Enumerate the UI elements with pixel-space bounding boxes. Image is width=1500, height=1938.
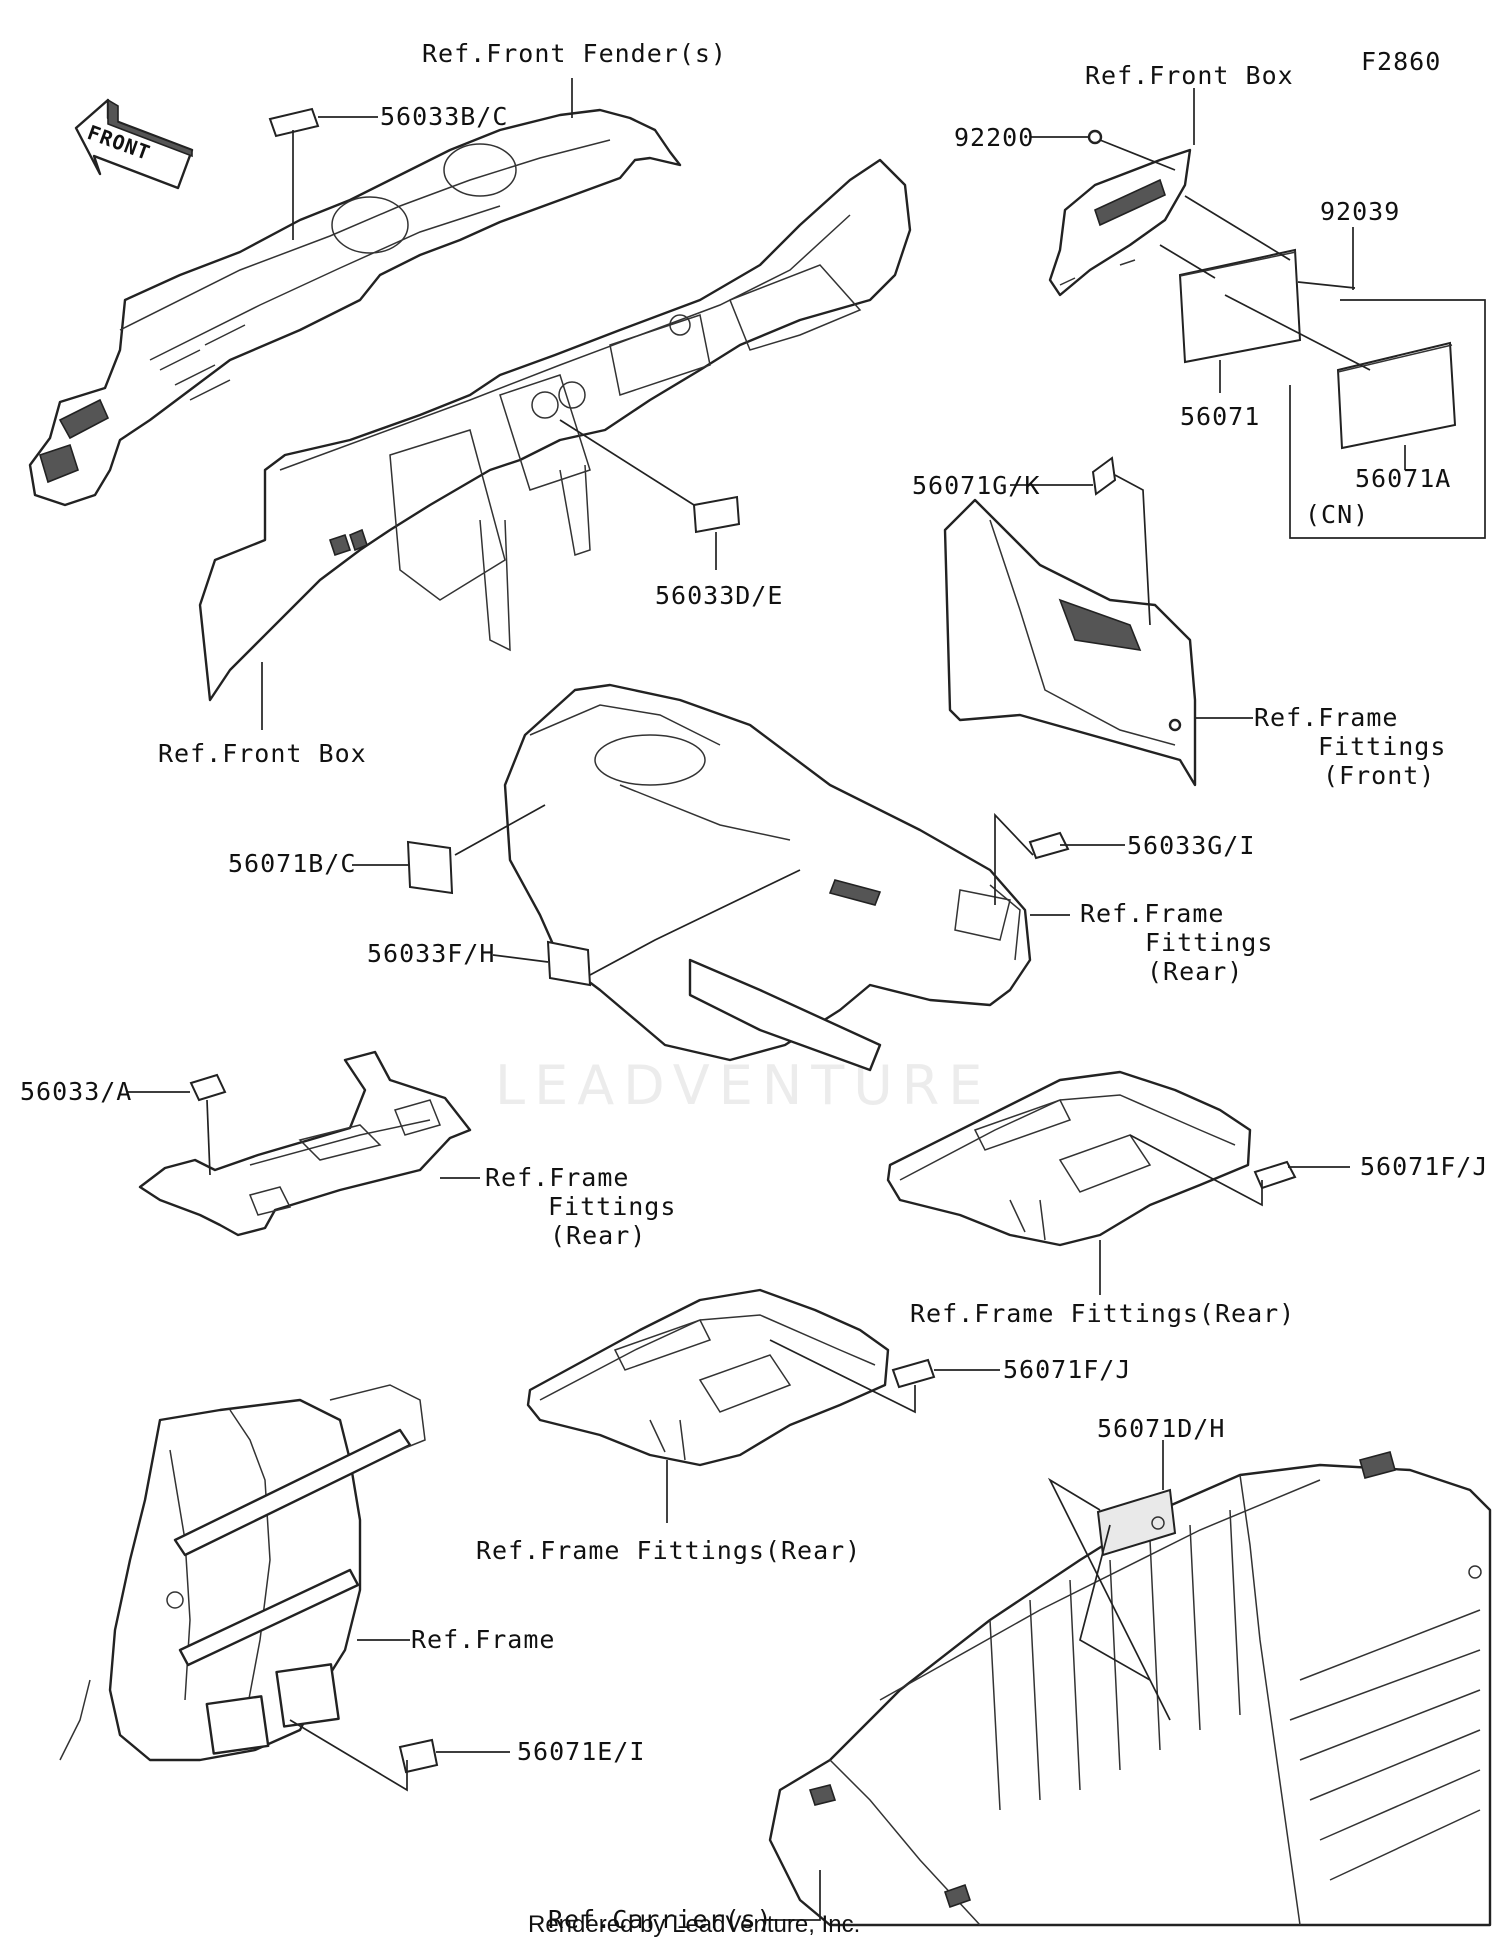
label-ref-frame-fittings-rear-plate-3: (Rear) xyxy=(550,1221,646,1250)
label-56071-decal xyxy=(1178,248,1302,364)
label-56071ei: 56071E/I xyxy=(517,1737,645,1766)
diagram-code: F2860 xyxy=(1361,47,1441,76)
label-ref-front-box-top: Ref.Front Box xyxy=(1085,61,1294,90)
label-56071a: 56071A xyxy=(1355,464,1451,493)
front-fender-part xyxy=(28,108,682,507)
label-56071fj-right-decal xyxy=(1253,1160,1297,1190)
label-56033a: 56033/A xyxy=(20,1077,132,1106)
label-ref-frame-fittings-front-3: (Front) xyxy=(1323,761,1435,790)
label-ref-frame-fittings-rear-plate-1: Ref.Frame xyxy=(485,1163,629,1192)
label-92039: 92039 xyxy=(1320,197,1400,226)
label-56071fj-mid: 56071F/J xyxy=(1003,1355,1131,1384)
label-ref-frame-fittings-rear-plate-2: Fittings xyxy=(548,1192,676,1221)
footer-credit: Rendered by LeadVenture, Inc. xyxy=(528,1911,860,1938)
frame-fittings-rear-console-part xyxy=(503,683,1032,1072)
front-direction-arrow-icon: FRONT xyxy=(74,98,194,190)
watermark: LEADVENTURE xyxy=(495,1054,991,1117)
label-ref-carriers: Ref.Carrier(s) xyxy=(548,1905,773,1934)
frame-fittings-rear-tray-right-part xyxy=(886,1070,1252,1247)
label-56071gk-decal xyxy=(1091,456,1117,496)
label-56033fh-decal xyxy=(546,940,592,987)
label-ref-frame-fittings-rear-tray-mid: Ref.Frame Fittings(Rear) xyxy=(476,1536,861,1565)
frame-fittings-rear-plate-part xyxy=(138,1050,472,1237)
label-56033a-decal xyxy=(189,1073,227,1102)
label-ref-front-box-left: Ref.Front Box xyxy=(158,739,367,768)
front-box-lid-part xyxy=(1048,129,1192,297)
label-56033bc-decal xyxy=(268,107,320,138)
label-ref-frame-fittings-rear-console-2: Fittings xyxy=(1145,928,1273,957)
label-56071gk: 56071G/K xyxy=(912,471,1040,500)
part-labels: Ref.Front Fender(s) 56033B/C Ref.Front B… xyxy=(20,39,1488,1934)
label-56071bc-decal xyxy=(406,840,454,895)
label-56071dh-decal xyxy=(1096,1488,1177,1557)
label-56033bc: 56033B/C xyxy=(380,102,508,131)
label-56033de: 56033D/E xyxy=(655,581,783,610)
label-56033gi: 56033G/I xyxy=(1127,831,1255,860)
label-56071fj-mid-decal xyxy=(891,1358,936,1389)
carrier-bed-part xyxy=(768,1451,1492,1927)
label-92200: 92200 xyxy=(954,123,1034,152)
label-56071ei-decal xyxy=(398,1738,439,1774)
grommet-92200-icon xyxy=(1087,129,1103,145)
label-56071dh: 56071D/H xyxy=(1097,1414,1225,1443)
leader-lines xyxy=(127,78,1406,1921)
label-ref-frame-fittings-front-1: Ref.Frame xyxy=(1254,703,1398,732)
label-56071fj-right: 56071F/J xyxy=(1360,1152,1488,1181)
label-56033fh: 56033F/H xyxy=(367,939,495,968)
label-ref-frame: Ref.Frame xyxy=(411,1625,555,1654)
frame-fittings-front-part xyxy=(943,456,1197,787)
label-ref-frame-fittings-rear-tray-right: Ref.Frame Fittings(Rear) xyxy=(910,1299,1295,1328)
label-ref-front-fenders: Ref.Front Fender(s) xyxy=(422,39,727,68)
label-56071bc: 56071B/C xyxy=(228,849,356,878)
label-ref-frame-fittings-rear-console-1: Ref.Frame xyxy=(1080,899,1224,928)
label-ref-frame-fittings-rear-console-3: (Rear) xyxy=(1147,957,1243,986)
frame-part xyxy=(59,1384,426,1762)
front-box-dashboard-part xyxy=(198,158,912,702)
label-56071: 56071 xyxy=(1180,402,1260,431)
label-56033gi-decal xyxy=(1028,831,1070,860)
frame-fittings-rear-tray-mid-part xyxy=(526,1288,890,1467)
label-ref-frame-fittings-front-2: Fittings xyxy=(1318,732,1446,761)
label-56033de-decal xyxy=(692,495,741,534)
label-cn: (CN) xyxy=(1305,500,1369,529)
